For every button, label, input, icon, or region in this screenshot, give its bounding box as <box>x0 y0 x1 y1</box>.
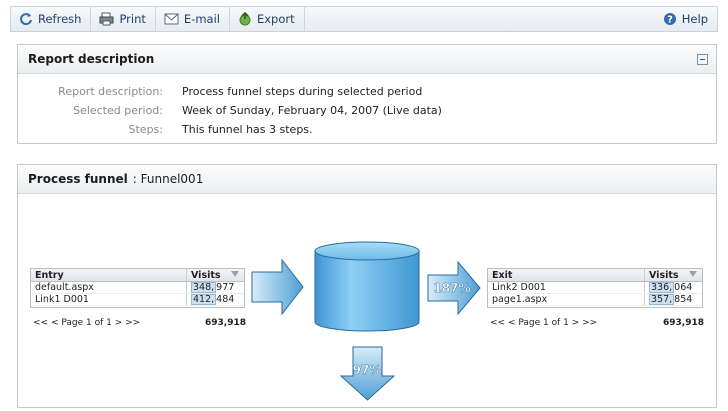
entry-total: 693,918 <box>205 318 246 328</box>
exit-pager[interactable]: << < Page 1 of 1 > >> <box>490 318 598 328</box>
visits-rest: 484 <box>216 294 235 305</box>
refresh-label: Refresh <box>38 12 82 26</box>
desc-value: Process funnel steps during selected per… <box>182 85 423 98</box>
column-header-visits[interactable]: Visits <box>186 269 244 281</box>
entry-page: Link1 D001 <box>35 294 89 305</box>
collapse-icon[interactable] <box>697 54 708 65</box>
table-row[interactable]: Link1 D001 412,484 <box>31 294 244 306</box>
exit-grid: Exit Visits Link2 D001 336,064 page1.asp… <box>487 268 703 308</box>
funnel-name: : Funnel001 <box>132 172 204 186</box>
column-header-entry[interactable]: Entry <box>35 269 64 281</box>
visits-label: Visits <box>649 269 679 281</box>
table-row[interactable]: Link2 D001 336,064 <box>488 282 702 294</box>
entry-pager[interactable]: << < Page 1 of 1 > >> <box>33 318 141 328</box>
sort-arrow-icon <box>231 271 239 277</box>
exit-grid-header: Exit Visits <box>488 269 702 282</box>
visits-bar: 348, <box>191 282 217 293</box>
visits-bar: 336, <box>649 282 675 293</box>
table-row[interactable]: default.aspx 348,977 <box>31 282 244 294</box>
visits-bar: 357, <box>649 294 675 305</box>
svg-text:?: ? <box>667 15 673 26</box>
export-label: Export <box>256 12 295 26</box>
desc-value: Week of Sunday, February 04, 2007 (Live … <box>182 104 442 117</box>
entry-page: default.aspx <box>35 282 94 293</box>
column-header-visits[interactable]: Visits <box>644 269 702 281</box>
export-button[interactable]: Export <box>230 7 305 31</box>
email-label: E-mail <box>183 12 220 26</box>
refresh-icon <box>20 13 32 26</box>
column-header-exit[interactable]: Exit <box>492 269 513 281</box>
desc-row-period: Selected period: Week of Sunday, Februar… <box>18 101 716 120</box>
entry-grid: Entry Visits default.aspx 348,977 Link1 … <box>30 268 245 308</box>
sort-arrow-icon <box>689 271 697 277</box>
print-button[interactable]: Print <box>91 7 156 31</box>
help-button[interactable]: ? Help <box>655 7 717 31</box>
desc-row-steps: Steps: This funnel has 3 steps. <box>18 120 716 139</box>
desc-row-report: Report description: Process funnel steps… <box>18 82 716 101</box>
visits-value: 412,484 <box>186 294 244 305</box>
report-description-panel: Report description Report description: P… <box>17 44 717 144</box>
export-icon <box>239 12 251 26</box>
visits-value: 336,064 <box>644 282 702 293</box>
desc-label: Report description: <box>58 85 163 98</box>
refresh-button[interactable]: Refresh <box>11 7 92 31</box>
visits-rest: 854 <box>674 294 693 305</box>
process-funnel-title: Process funnel <box>28 172 128 186</box>
help-icon: ? <box>663 13 676 26</box>
toolbar: Refresh Print E-mail Export ? Help <box>10 6 718 32</box>
desc-label: Selected period: <box>73 104 163 117</box>
exit-page: page1.aspx <box>492 294 548 305</box>
visits-rest: 064 <box>674 282 693 293</box>
desc-value: This funnel has 3 steps. <box>182 123 313 136</box>
print-label: Print <box>119 12 146 26</box>
exit-total: 693,918 <box>663 318 704 328</box>
table-row[interactable]: page1.aspx 357,854 <box>488 294 702 306</box>
visits-label: Visits <box>191 269 221 281</box>
help-label: Help <box>681 12 708 26</box>
report-description-title: Report description <box>28 52 155 66</box>
visits-value: 357,854 <box>644 294 702 305</box>
print-icon <box>99 12 114 26</box>
entry-grid-header: Entry Visits <box>31 269 244 282</box>
report-description-header: Report description <box>18 45 716 74</box>
process-funnel-header: Process funnel : Funnel001 <box>18 165 716 194</box>
exit-page: Link2 D001 <box>492 282 546 293</box>
visits-bar: 412, <box>191 294 217 305</box>
visits-value: 348,977 <box>186 282 244 293</box>
envelope-icon <box>164 13 179 25</box>
visits-rest: 977 <box>216 282 235 293</box>
email-button[interactable]: E-mail <box>156 7 230 31</box>
desc-label: Steps: <box>128 123 163 136</box>
